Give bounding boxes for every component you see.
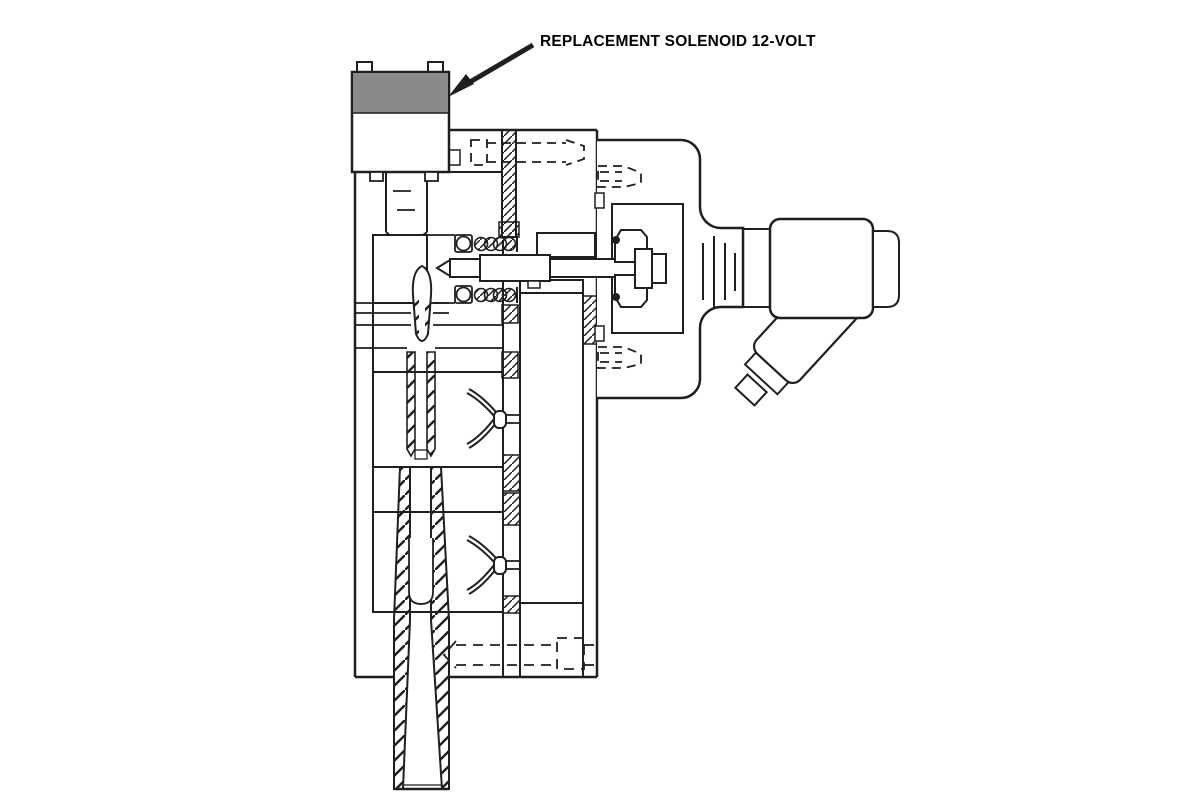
center-plates [501, 130, 599, 677]
leader-arrow-icon [448, 74, 474, 97]
solenoid-label: REPLACEMENT SOLENOID 12-VOLT [540, 33, 816, 50]
hatched-web-column [498, 129, 520, 238]
poppet-chambers [372, 371, 507, 613]
o-ring-lower [612, 293, 620, 301]
pilot-cross-fitting [612, 229, 667, 308]
spool-and-springs [435, 234, 653, 304]
leader-line [468, 42, 535, 85]
hidden-bolt-top [470, 139, 585, 166]
solenoid-gray-band [353, 73, 448, 113]
poppet-clip-upper [466, 388, 507, 449]
callout: REPLACEMENT SOLENOID 12-VOLT [448, 33, 816, 97]
electrical-connector [733, 217, 900, 407]
hidden-bolt-right-bottom [597, 346, 642, 369]
hidden-bolt-bottom [442, 637, 594, 670]
rib-lines [702, 236, 736, 307]
cam-and-rod [393, 264, 450, 791]
poppet-clip-lower [466, 535, 507, 595]
terminal-cap [872, 230, 900, 308]
o-ring-upper [612, 236, 620, 244]
terminal-block [768, 217, 875, 320]
rod-bore [408, 538, 434, 605]
top-plate [448, 128, 597, 173]
armature-stem [385, 172, 428, 242]
hidden-bolt-right-top [597, 165, 642, 188]
solenoid-coil [350, 61, 451, 182]
